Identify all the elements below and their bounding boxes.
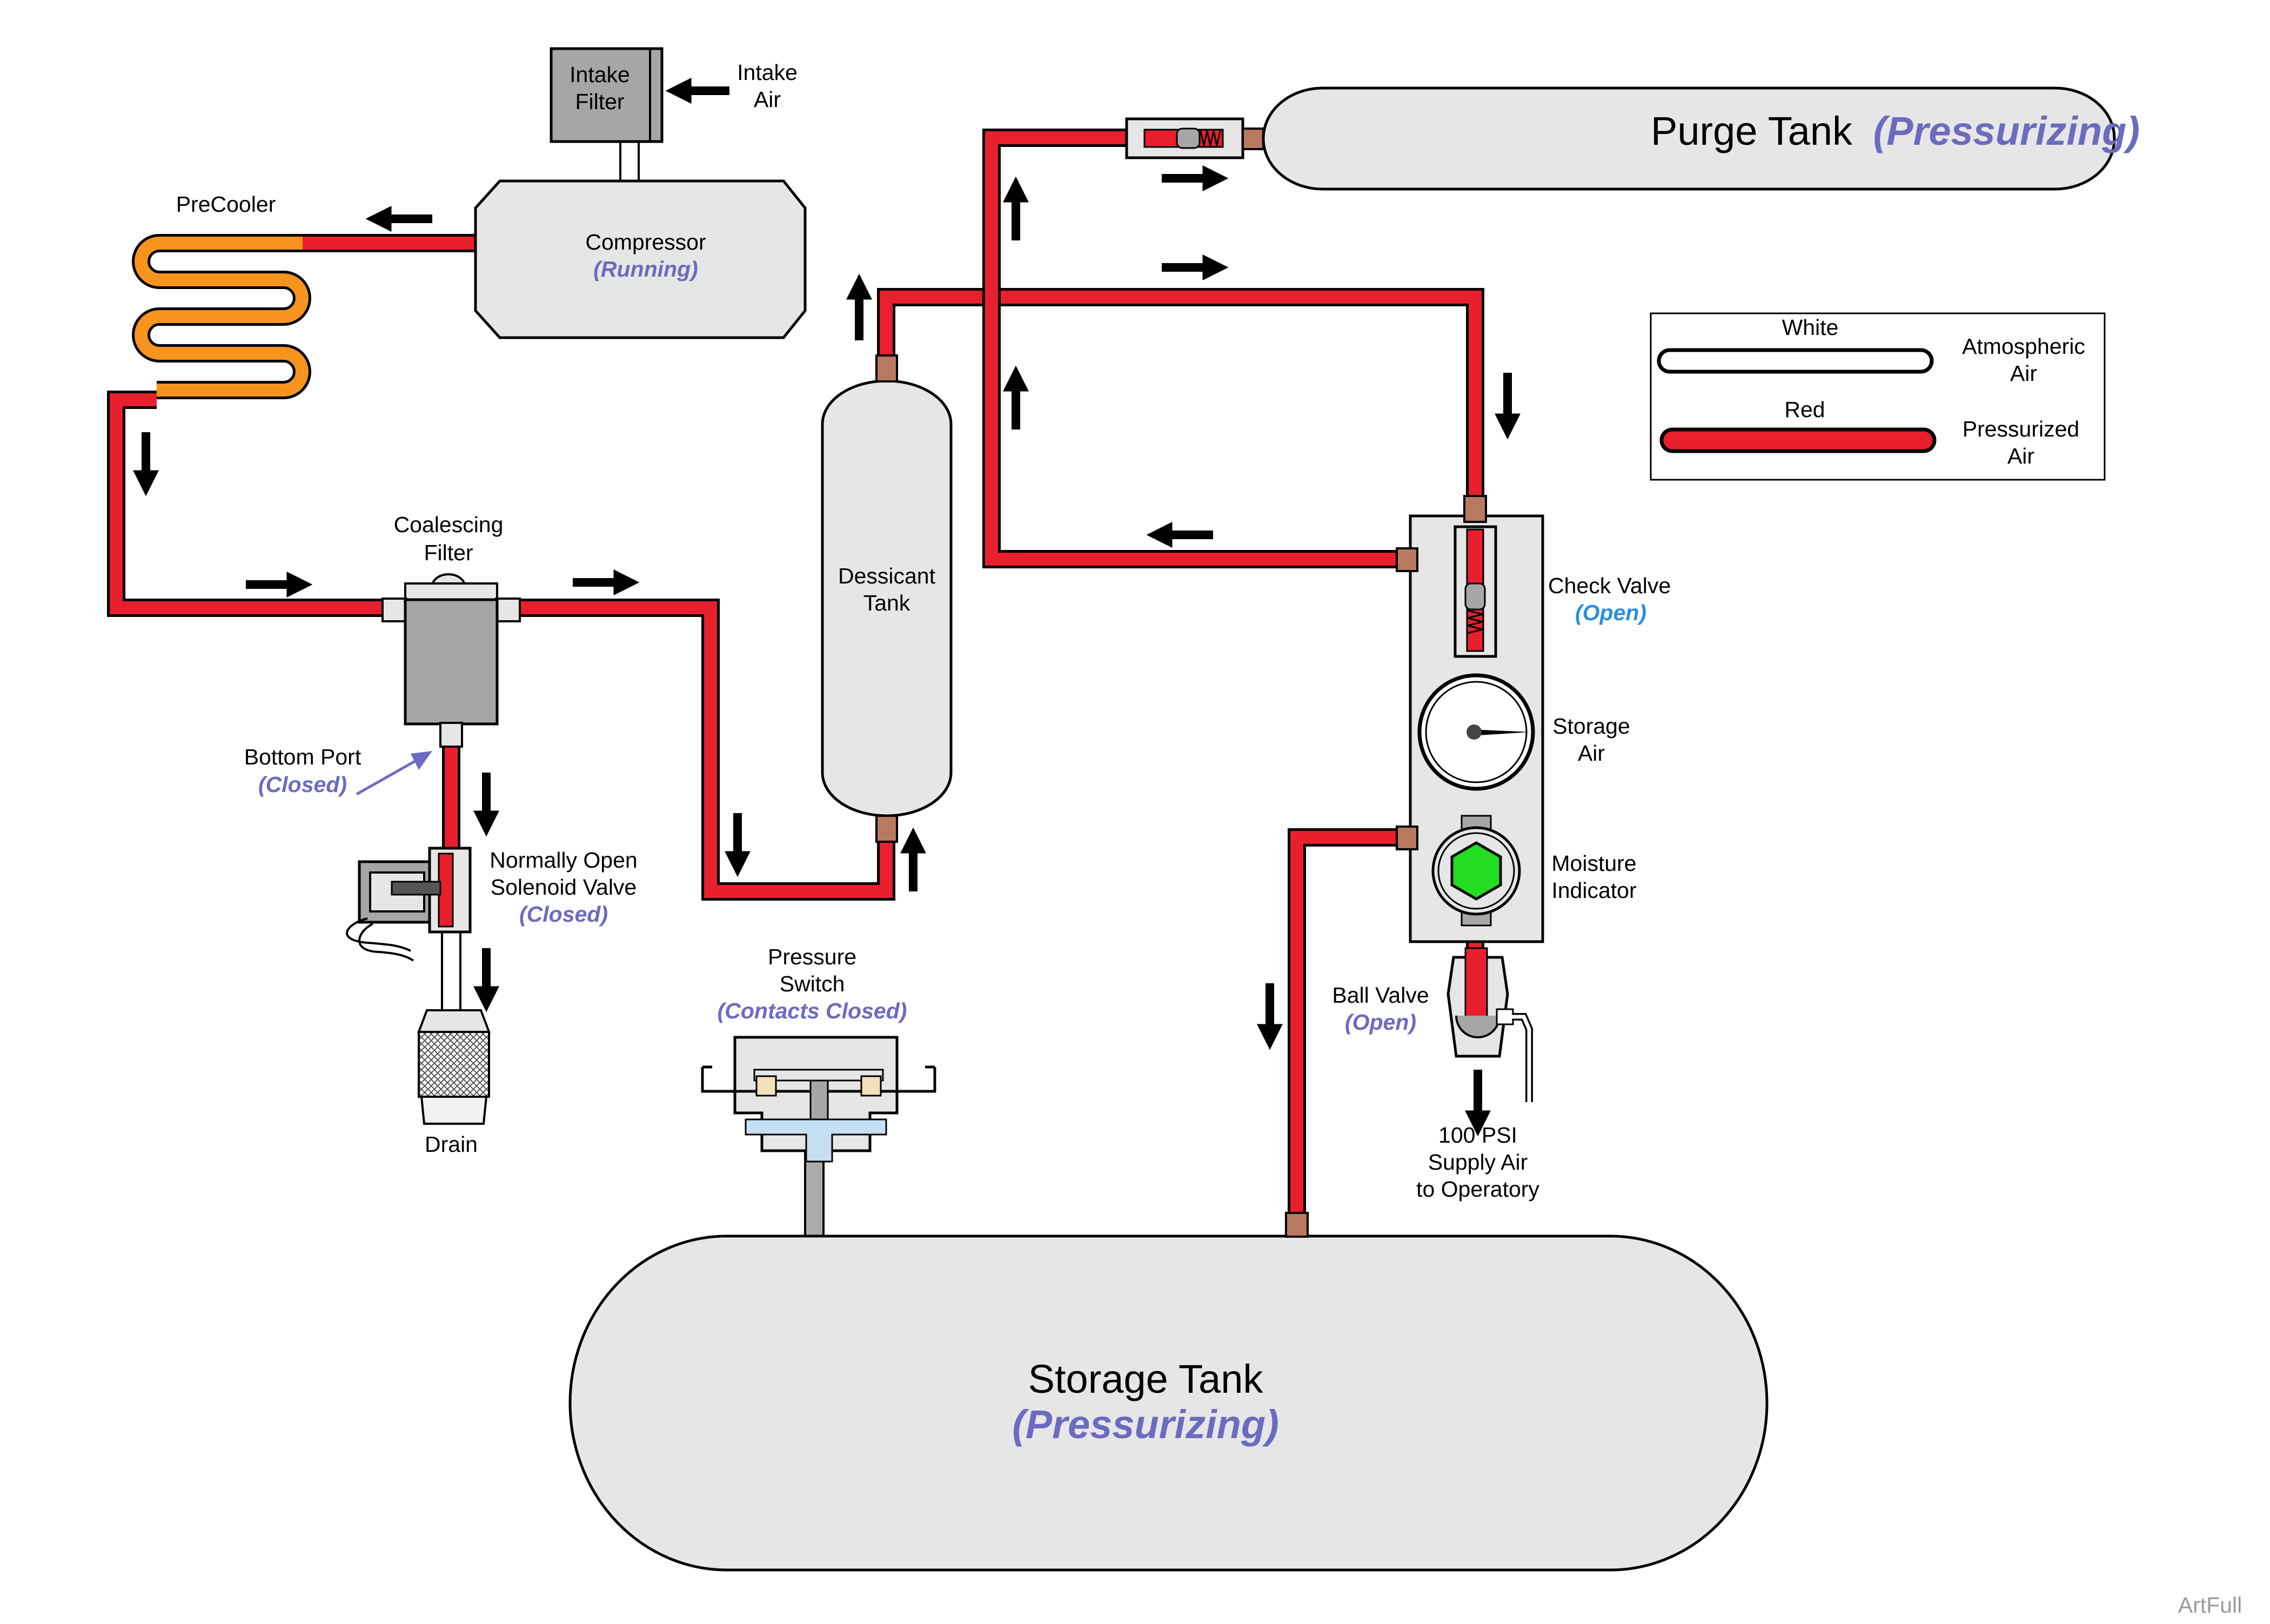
- intake-filter-label-1: Intake: [570, 62, 630, 87]
- storage-tank: Storage Tank (Pressurizing): [568, 1212, 1769, 1572]
- legend-white-desc-2: Air: [2010, 361, 2037, 386]
- bottom-port-status: (Closed): [258, 772, 347, 797]
- dessicant-tank-label-2: Tank: [863, 590, 910, 615]
- drain: Drain: [417, 1009, 491, 1157]
- pressure-switch-label-2: Switch: [780, 971, 845, 996]
- solenoid-valve-label-2: Solenoid Valve: [491, 875, 637, 900]
- precooler: PreCooler: [132, 192, 311, 399]
- artfull-tag: ArtFull: [2178, 1593, 2242, 1618]
- intake-filter-label-2: Filter: [575, 89, 624, 114]
- supply-air-line-2: Supply Air: [1428, 1150, 1528, 1175]
- check-valve: [1454, 525, 1497, 658]
- legend-red-desc-1: Pressurized: [1963, 417, 2079, 441]
- bottom-port-label: Bottom Port: [244, 744, 361, 769]
- ball-valve-status: (Open): [1345, 1010, 1416, 1035]
- legend-red-desc-2: Air: [2007, 444, 2034, 468]
- pressure-switch-status: (Contacts Closed): [718, 998, 907, 1023]
- compressor: Compressor (Running): [474, 179, 807, 339]
- intake-air-label-2: Air: [754, 87, 781, 112]
- control-panel: [1396, 495, 1544, 943]
- compressor-label: Compressor: [585, 230, 706, 254]
- intake-filter: Intake Filter: [550, 47, 664, 143]
- storage-air-label-1: Storage: [1552, 714, 1630, 739]
- solenoid-valve-status: (Closed): [519, 902, 608, 927]
- ball-valve-label: Ball Valve: [1332, 983, 1429, 1008]
- drain-label: Drain: [425, 1132, 478, 1157]
- solenoid-valve: [346, 847, 472, 962]
- moisture-indicator-label-1: Moisture: [1551, 851, 1636, 876]
- storage-tank-status: (Pressurizing): [1012, 1402, 1278, 1447]
- dessicant-tank: Dessicant Tank: [821, 354, 953, 843]
- compressor-status: (Running): [593, 257, 698, 281]
- legend: White Atmospheric Air Red Pressurized Ai…: [1650, 312, 2106, 481]
- check-valve-status: (Open): [1575, 600, 1646, 625]
- supply-air-line-1: 100 PSI: [1438, 1123, 1517, 1147]
- moisture-indicator: [1431, 815, 1521, 927]
- moisture-indicator-label-2: Indicator: [1551, 878, 1636, 903]
- check-valve-label: Check Valve: [1548, 573, 1671, 598]
- solenoid-valve-label-1: Normally Open: [490, 848, 637, 873]
- supply-air-line-3: to Operatory: [1416, 1177, 1539, 1202]
- dessicant-tank-label-1: Dessicant: [838, 563, 936, 588]
- legend-white-swatch: [1657, 348, 1934, 374]
- moisture-hex-icon: [1450, 841, 1502, 901]
- legend-red-title: Red: [1784, 397, 1825, 422]
- purge-tank: Purge Tank (Pressurizing): [1262, 86, 2140, 191]
- coalescing-filter-label-2: Filter: [424, 540, 473, 565]
- purge-tank-label: Purge Tank (Pressurizing): [1651, 109, 2140, 153]
- legend-white-title: White: [1782, 315, 1839, 340]
- storage-tank-label: Storage Tank: [1028, 1357, 1264, 1401]
- pressure-switch: [701, 1036, 936, 1163]
- pressurized-pipes: [107, 129, 1484, 1232]
- coalescing-filter: Coalescing Filter: [381, 512, 521, 748]
- precooler-label: PreCooler: [176, 192, 276, 217]
- gauge-needle-icon: [1470, 729, 1530, 736]
- storage-air-gauge: [1417, 673, 1535, 791]
- legend-red-swatch: [1659, 427, 1937, 453]
- coalescing-filter-label-1: Coalescing: [394, 512, 504, 537]
- legend-white-desc-1: Atmospheric: [1962, 334, 2085, 359]
- purge-check-valve: [1125, 117, 1264, 159]
- ball-valve: [1447, 947, 1533, 1102]
- intake-air-label-1: Intake: [737, 60, 798, 85]
- pressure-switch-label-1: Pressure: [768, 944, 856, 969]
- bottom-port-pointer: [356, 751, 432, 796]
- storage-air-label-2: Air: [1578, 741, 1605, 766]
